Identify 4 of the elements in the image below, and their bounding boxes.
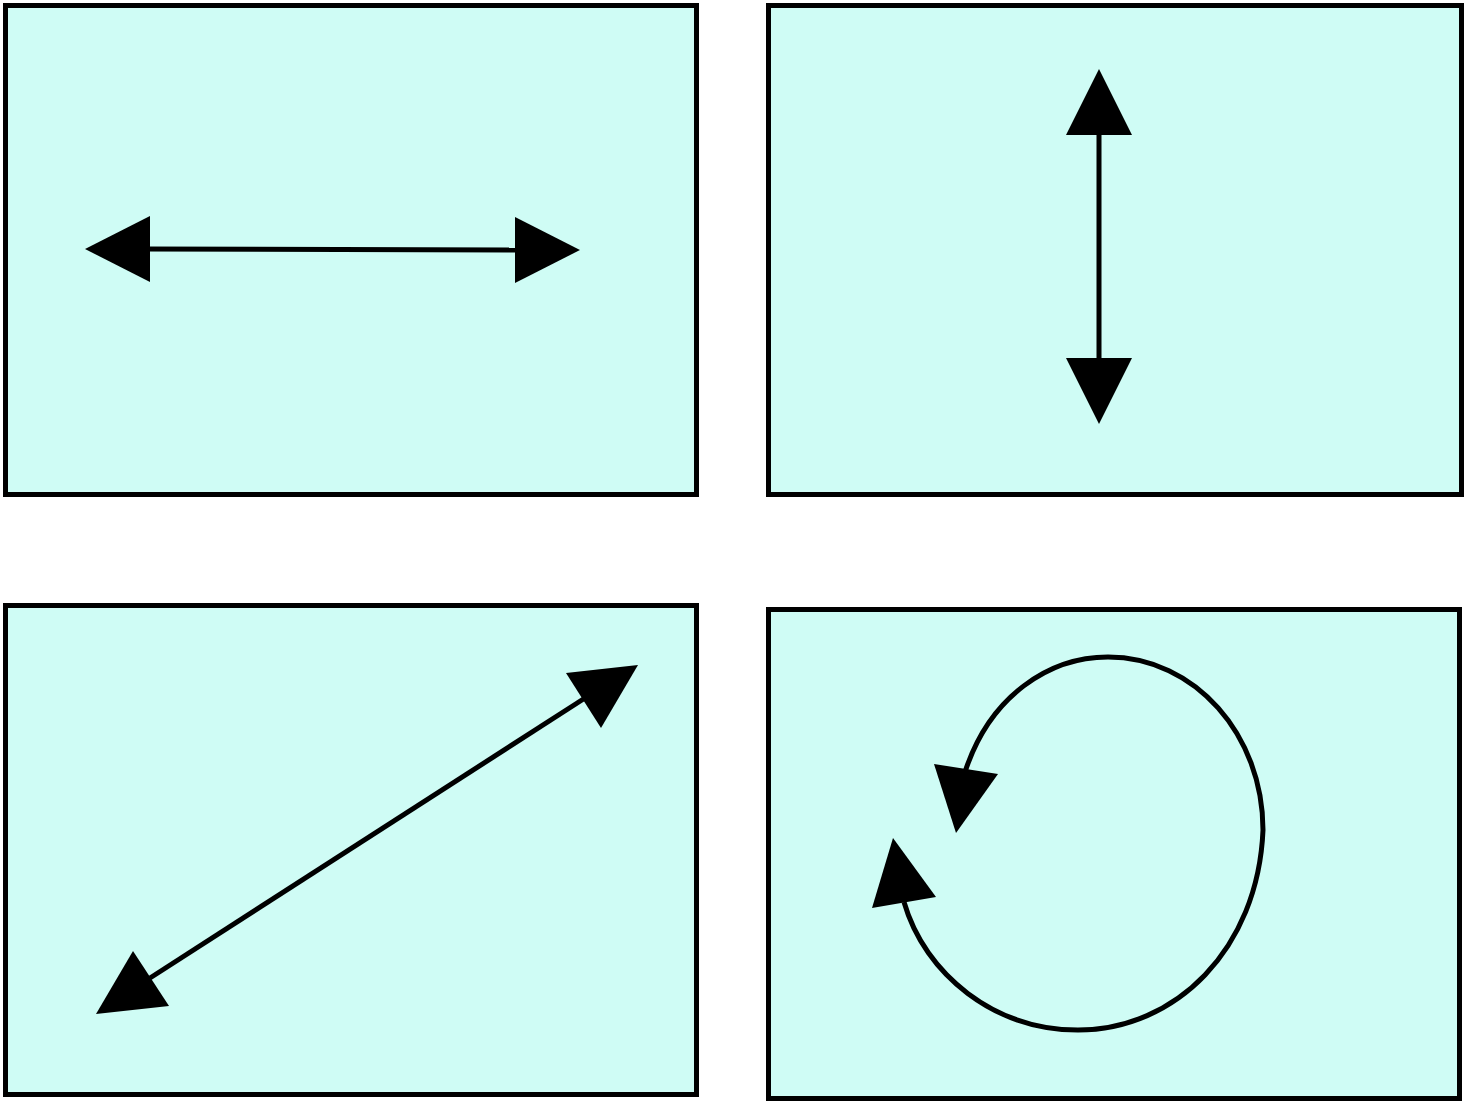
panel <box>766 3 1464 497</box>
panel <box>3 603 699 1097</box>
panel <box>3 3 699 497</box>
panel <box>766 607 1462 1101</box>
